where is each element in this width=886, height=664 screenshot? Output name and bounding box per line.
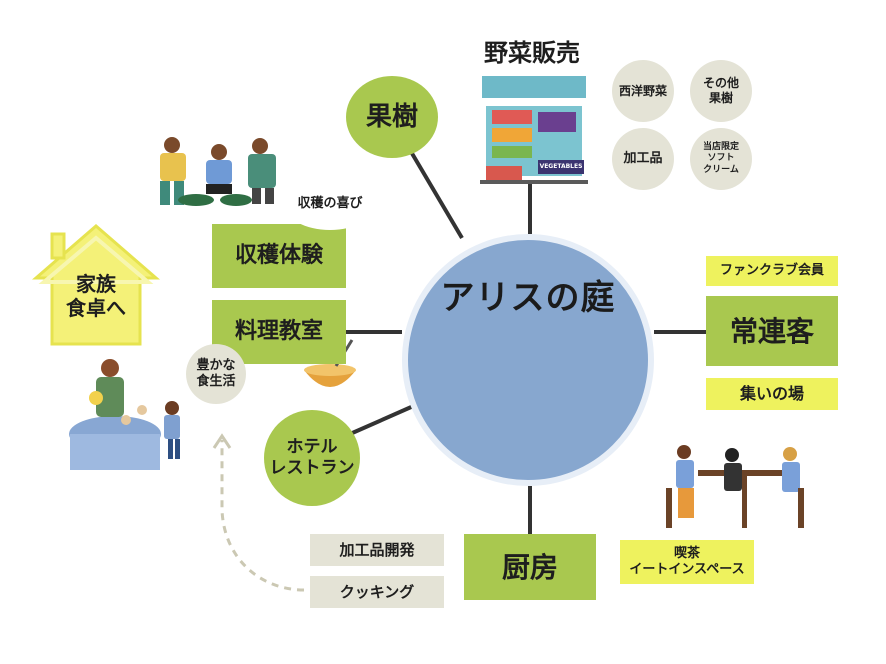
- node-hotel-restaurant: ホテル レストラン: [264, 410, 360, 506]
- node-processed: 加工品: [612, 128, 674, 190]
- family-label: 家族 食卓へ: [66, 272, 126, 320]
- node-harvest-experience: 収穫体験: [212, 224, 346, 288]
- node-processed-dev: 加工品開発: [310, 534, 444, 566]
- vegetable-sales-heading: 野菜販売: [484, 39, 580, 67]
- node-other-fruit: その他 果樹: [690, 60, 752, 122]
- node-soft-cream: 当店限定 ソフト クリーム: [690, 128, 752, 190]
- node-fan-club: ファンクラブ会員: [706, 256, 838, 286]
- stall-sign: VEGETABLES: [538, 160, 584, 174]
- node-regulars: 常連客: [706, 296, 838, 366]
- cafe-people-illustration: [666, 445, 804, 528]
- hub-title: アリスの庭: [440, 278, 616, 318]
- vegetable-stall-illustration: [480, 76, 588, 184]
- connector-hotel: [349, 402, 419, 436]
- node-kitchen: 厨房: [464, 534, 596, 600]
- harvest-people-illustration: [160, 137, 276, 206]
- family-dinner-illustration: [69, 359, 180, 470]
- node-rich-food-life: 豊かな 食生活: [186, 344, 246, 404]
- center-hub: アリスの庭: [402, 234, 654, 486]
- node-cooking-class: 料理教室: [212, 300, 346, 364]
- connector-fruit: [408, 148, 464, 240]
- node-harvest-joy: 収穫の喜び: [284, 178, 376, 230]
- mixing-bowl-icon: [304, 339, 356, 387]
- house-icon: [31, 224, 161, 346]
- node-western-veg: 西洋野菜: [612, 60, 674, 122]
- dashed-arrow-head: [212, 433, 232, 449]
- node-cafe: 喫茶 イートインスペース: [620, 540, 754, 584]
- dashed-arrow: [220, 440, 305, 592]
- node-gathering: 集いの場: [706, 378, 838, 410]
- node-fruit-trees: 果樹: [346, 76, 438, 158]
- node-cooking: クッキング: [310, 576, 444, 608]
